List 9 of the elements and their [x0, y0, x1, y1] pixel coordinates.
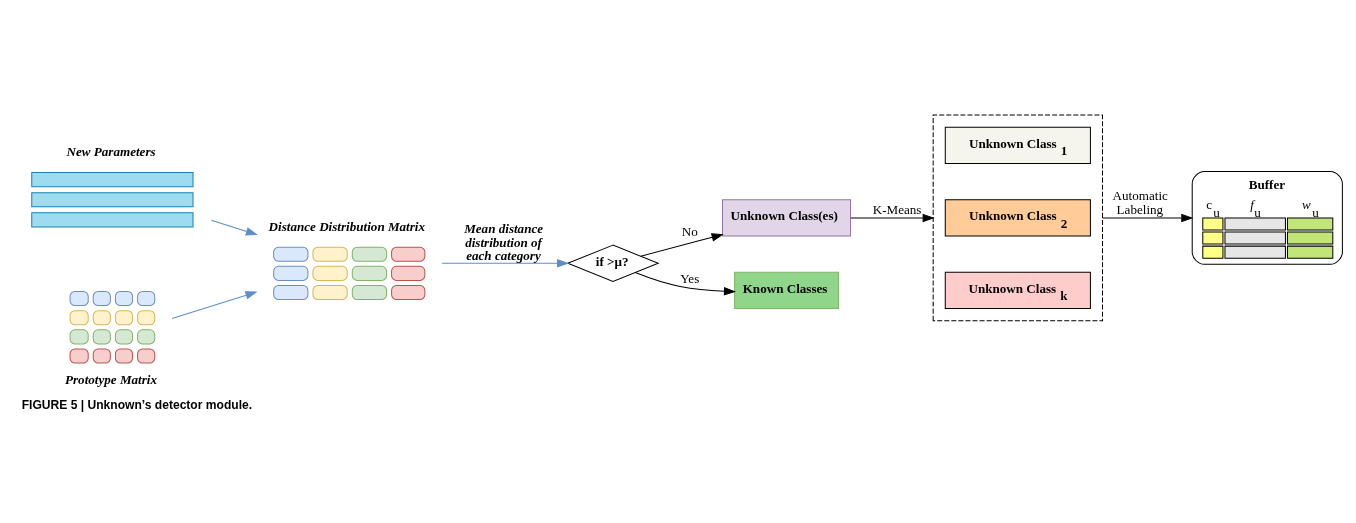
node-label: Distance Distribution Matrix — [268, 218, 426, 234]
node-label: Prototype Matrix — [65, 371, 158, 387]
node-label: New Parameters — [66, 143, 156, 159]
edge-label: Yes — [680, 270, 700, 286]
caption: FIGURE 5 | Unknown’s detector module. — [21, 397, 253, 411]
edge-label: Mean distance distribution of each category — [464, 220, 544, 263]
edge-label: No — [681, 223, 698, 239]
edge-label: Automatic Labeling — [1112, 187, 1168, 217]
edge-label: K-Means — [872, 201, 922, 217]
